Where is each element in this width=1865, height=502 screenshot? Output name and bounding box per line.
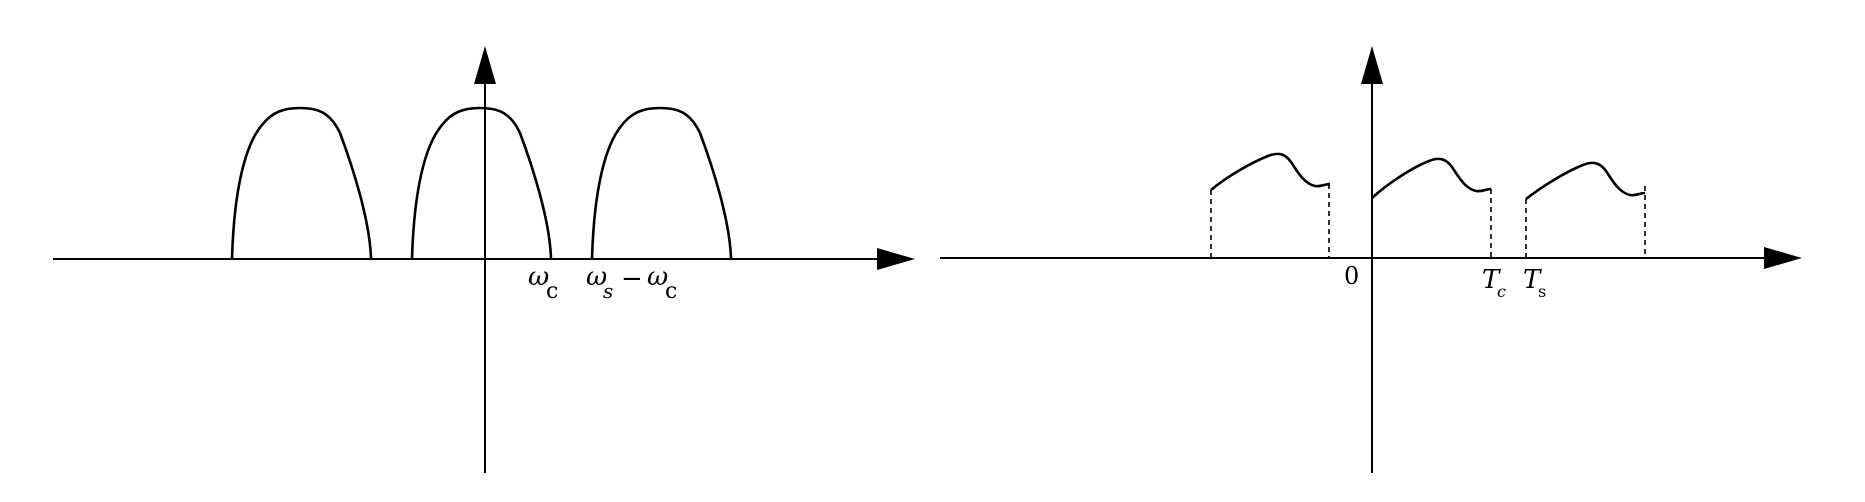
tc-label: T	[1482, 265, 1501, 295]
right-vertical-arrowhead	[1361, 46, 1383, 84]
omega-c-subscript: c	[546, 279, 558, 304]
omega-s-label: ω	[586, 262, 607, 292]
pulse-segment-2	[1371, 157, 1492, 199]
omega-c-label: ω	[528, 262, 549, 292]
left-spectrum-panel: ω c ω s − ω c	[53, 46, 915, 473]
spectrum-lobe-right	[590, 106, 733, 260]
omega-s-subscript: s	[603, 279, 613, 303]
tc-subscript: c	[1497, 282, 1506, 301]
right-horizontal-arrowhead	[1764, 247, 1802, 269]
ts-label: T	[1523, 265, 1542, 295]
ts-subscript: s	[1538, 282, 1546, 301]
omega-c2-label: ω	[647, 262, 668, 292]
left-horizontal-arrowhead	[877, 248, 915, 270]
minus-sign: −	[621, 264, 643, 294]
omega-c2-subscript: c	[665, 279, 677, 304]
pulse-segment-3	[1525, 161, 1646, 201]
pulse-segment-1	[1210, 152, 1331, 191]
spectrum-lobe-center	[410, 106, 553, 260]
right-time-panel: 0 T c T s	[940, 46, 1802, 473]
left-vertical-arrowhead	[474, 46, 496, 84]
origin-label: 0	[1344, 262, 1359, 290]
spectrum-lobe-left	[230, 106, 373, 260]
